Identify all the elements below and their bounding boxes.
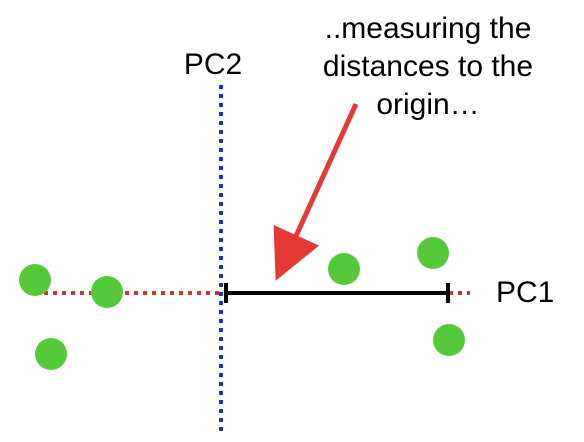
pc1-label: PC1	[496, 276, 554, 309]
pc2-label: PC2	[184, 48, 242, 81]
data-point	[417, 237, 449, 269]
annotation-text: ..measuring the distances to the origin…	[323, 12, 533, 121]
data-point	[91, 276, 123, 308]
data-point	[19, 264, 51, 296]
data-point	[35, 338, 67, 370]
annotation-arrow	[273, 102, 359, 281]
data-point	[433, 324, 465, 356]
annotation-line-1: ..measuring the	[325, 12, 532, 45]
data-points	[19, 237, 465, 370]
distance-measurement	[224, 283, 450, 303]
annotation-line-2: distances to the	[323, 50, 533, 83]
annotation-line-3: origin…	[376, 88, 479, 121]
data-point	[328, 253, 360, 285]
